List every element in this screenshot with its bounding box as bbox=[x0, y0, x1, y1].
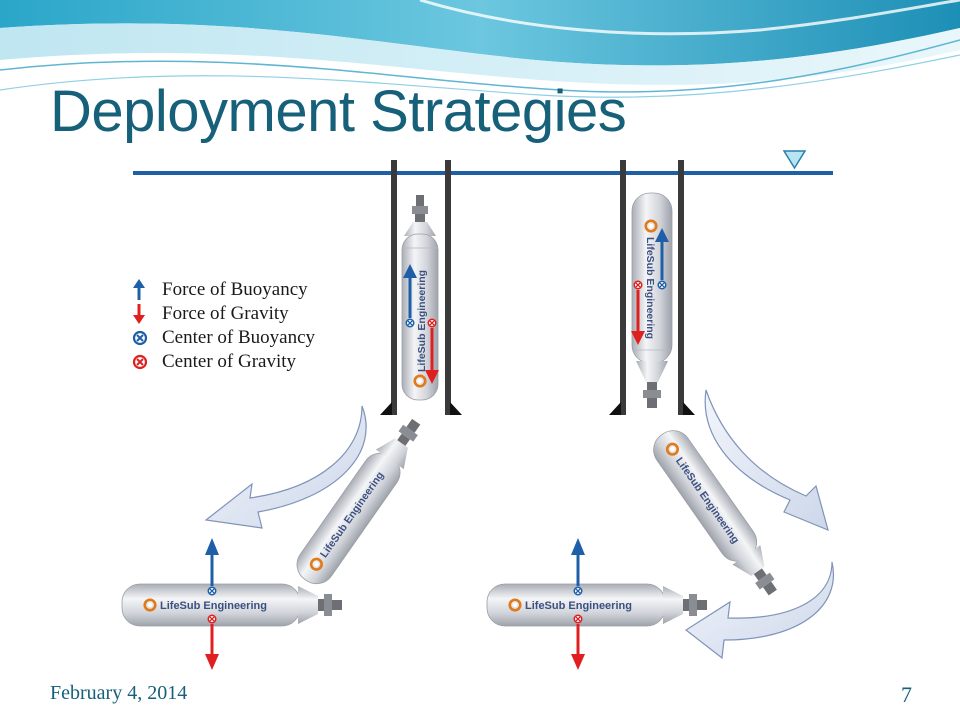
right-guide-rails bbox=[609, 160, 695, 415]
legend-item-buoyancy-force: Force of Buoyancy bbox=[132, 278, 315, 302]
footer-date: February 4, 2014 bbox=[50, 682, 188, 704]
rotation-arrow-right-upper bbox=[704, 389, 829, 532]
water-level-icon bbox=[782, 150, 807, 170]
capsule-vertical-valve-up: LifeSub Engineering bbox=[401, 195, 439, 401]
rotation-arrow-left bbox=[204, 405, 367, 529]
legend-item-gravity-force: Force of Gravity bbox=[132, 302, 315, 326]
header-wave-decoration bbox=[0, 0, 960, 98]
capsule-horizontal-right: LifeSub Engineering bbox=[486, 538, 707, 670]
capsule-brand-label: LifeSub Engineering bbox=[160, 600, 267, 612]
legend-item-buoyancy-center: Center of Buoyancy bbox=[132, 326, 315, 350]
circled-x-icon bbox=[132, 326, 162, 350]
left-guide-rails bbox=[380, 160, 462, 415]
circled-x-icon bbox=[132, 350, 162, 374]
legend-label: Force of Gravity bbox=[162, 303, 289, 324]
legend-item-gravity-center: Center of Gravity bbox=[132, 350, 315, 374]
legend-label: Force of Buoyancy bbox=[162, 279, 308, 300]
capsule-brand-label: LifeSub Engineering bbox=[416, 270, 428, 372]
page-number: 7 bbox=[901, 682, 912, 707]
slide-title: Deployment Strategies bbox=[50, 79, 627, 144]
capsule-brand-label: LifeSub Engineering bbox=[644, 237, 656, 339]
capsule-brand-label: LifeSub Engineering bbox=[525, 600, 632, 612]
down-arrow-icon bbox=[132, 302, 162, 326]
legend: Force of Buoyancy Force of Gravity Cente… bbox=[132, 278, 315, 374]
capsule-tilted-left: LifeSub Engineering bbox=[296, 418, 421, 585]
capsule-horizontal-left: LifeSub Engineering bbox=[121, 538, 342, 670]
capsule-vertical-valve-down: LifeSub Engineering bbox=[631, 192, 673, 408]
capsule-tilted-right: LifeSub Engineering bbox=[653, 430, 777, 596]
rotation-arrow-right-lower bbox=[684, 561, 834, 660]
up-arrow-icon bbox=[132, 278, 162, 302]
legend-label: Center of Buoyancy bbox=[162, 327, 316, 348]
legend-label: Center of Gravity bbox=[162, 351, 297, 372]
